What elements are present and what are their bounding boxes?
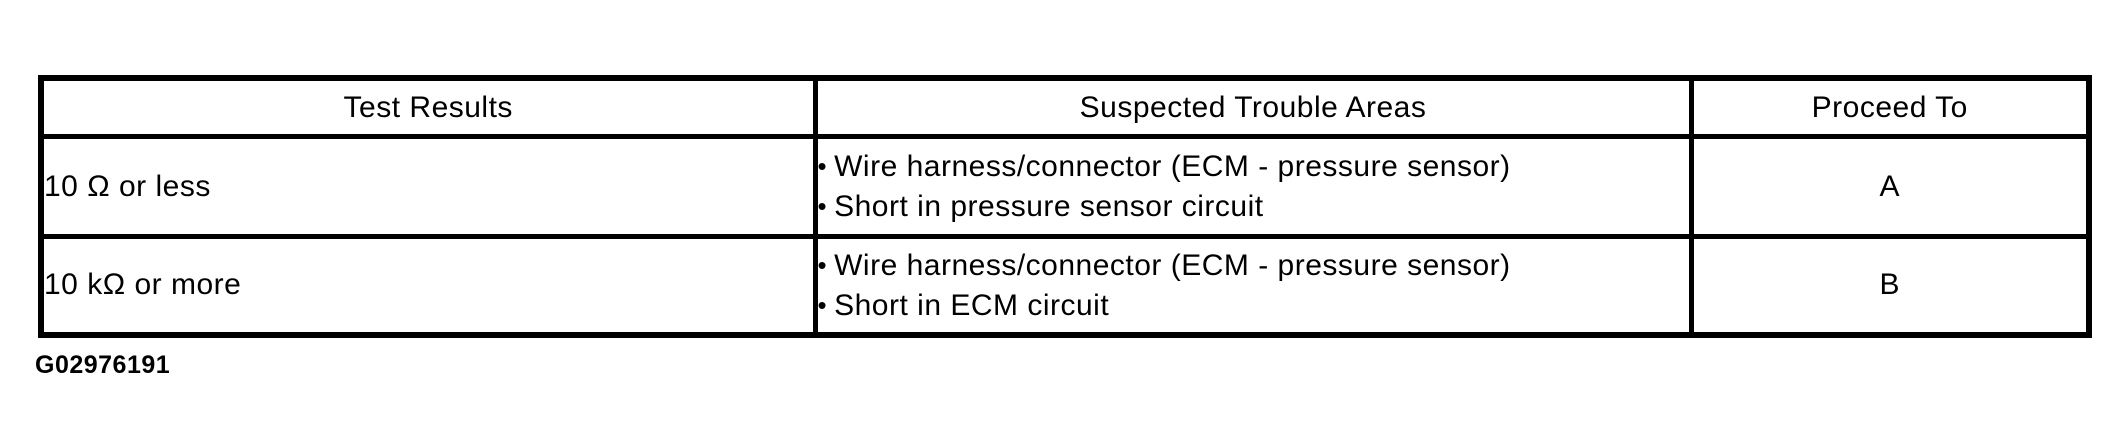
- bullet-icon: •: [817, 249, 828, 280]
- header-proceed-to: Proceed To: [1688, 75, 2092, 139]
- bullet-icon: •: [817, 289, 828, 320]
- trouble-areas-cell: •Wire harness/connector (ECM - pressure …: [812, 134, 1694, 239]
- header-row: Test Results Suspected Trouble Areas Pro…: [38, 75, 2092, 139]
- test-results-table: Test Results Suspected Trouble Areas Pro…: [38, 75, 2092, 338]
- trouble-areas-cell: •Wire harness/connector (ECM - pressure …: [812, 234, 1694, 337]
- header-suspected-trouble-areas: Suspected Trouble Areas: [812, 75, 1694, 139]
- trouble-area-text: Wire harness/connector (ECM - pressure s…: [834, 150, 1511, 183]
- trouble-area-item: •Wire harness/connector (ECM - pressure …: [817, 247, 1686, 284]
- trouble-area-text: Short in ECM circuit: [834, 288, 1110, 322]
- header-test-results: Test Results: [38, 75, 818, 139]
- proceed-to-cell: A: [1688, 134, 2092, 239]
- bullet-icon: •: [817, 191, 828, 221]
- test-result-cell: 10 kΩ or more: [38, 234, 818, 337]
- trouble-area-item: •Short in ECM circuit: [817, 287, 1686, 324]
- trouble-area-item: •Wire harness/connector (ECM - pressure …: [817, 148, 1686, 185]
- proceed-to-cell: B: [1688, 234, 2092, 337]
- bullet-icon: •: [817, 151, 828, 181]
- trouble-area-text: Wire harness/connector (ECM - pressure s…: [834, 248, 1511, 282]
- test-result-cell: 10 Ω or less: [38, 134, 818, 239]
- figure-id-label: G02976191: [35, 351, 171, 379]
- trouble-area-text: Short in pressure sensor circuit: [834, 190, 1264, 223]
- trouble-area-item: •Short in pressure sensor circuit: [817, 188, 1686, 225]
- table-row: 10 Ω or less •Wire harness/connector (EC…: [38, 134, 2092, 239]
- table-row: 10 kΩ or more •Wire harness/connector (E…: [38, 234, 2092, 337]
